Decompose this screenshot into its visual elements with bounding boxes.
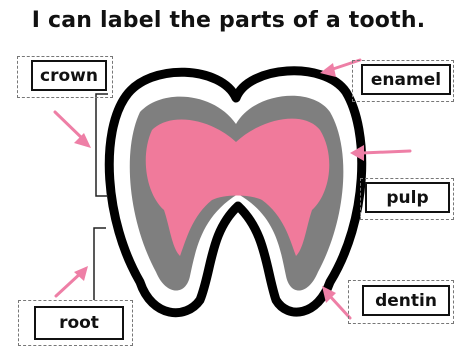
dentin-label[interactable]: dentin	[362, 285, 450, 316]
dentin-arrow	[322, 286, 350, 318]
crown-arrow	[55, 112, 91, 148]
root-bracket	[94, 228, 106, 300]
pulp-label[interactable]: pulp	[365, 182, 450, 213]
enamel-label[interactable]: enamel	[361, 64, 451, 95]
crown-label[interactable]: crown	[31, 60, 107, 91]
root-label[interactable]: root	[34, 306, 124, 340]
root-arrow	[56, 266, 88, 296]
